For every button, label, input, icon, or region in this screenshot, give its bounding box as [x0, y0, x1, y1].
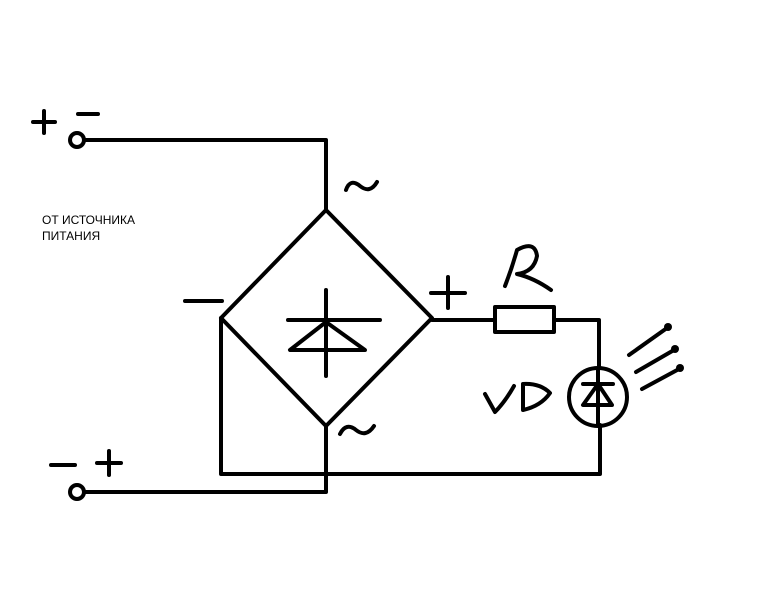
wire-resistor-to-led — [552, 318, 601, 370]
led-arrowheads — [664, 323, 684, 372]
input-terminal-top — [68, 131, 86, 149]
wire-top-input — [82, 138, 328, 212]
led-vd — [567, 366, 629, 428]
bridge-plus-sign — [429, 275, 467, 310]
bottom-terminal-polarity-minus-plus — [49, 449, 123, 477]
led-emission-arrows — [627, 326, 681, 391]
power-source-label-line2: ПИТАНИЯ — [42, 229, 101, 243]
led-label-vd-d — [521, 381, 552, 412]
resistor-r — [493, 305, 556, 334]
wire-return-negative — [219, 316, 602, 476]
ac-symbol-top — [344, 180, 379, 192]
bridge-diode-symbol — [286, 288, 382, 378]
resistor-label-r — [503, 244, 553, 292]
power-source-label: ОТ ИСТОЧНИКА ПИТАНИЯ — [42, 212, 135, 244]
ac-symbol-bottom — [338, 424, 376, 436]
led-label-vd — [483, 384, 516, 414]
power-source-label-line1: ОТ ИСТОЧНИКА — [42, 213, 136, 227]
wire-bottom-input — [82, 424, 328, 494]
input-terminal-bottom — [68, 483, 86, 501]
top-terminal-polarity-plus-minus — [31, 109, 100, 135]
